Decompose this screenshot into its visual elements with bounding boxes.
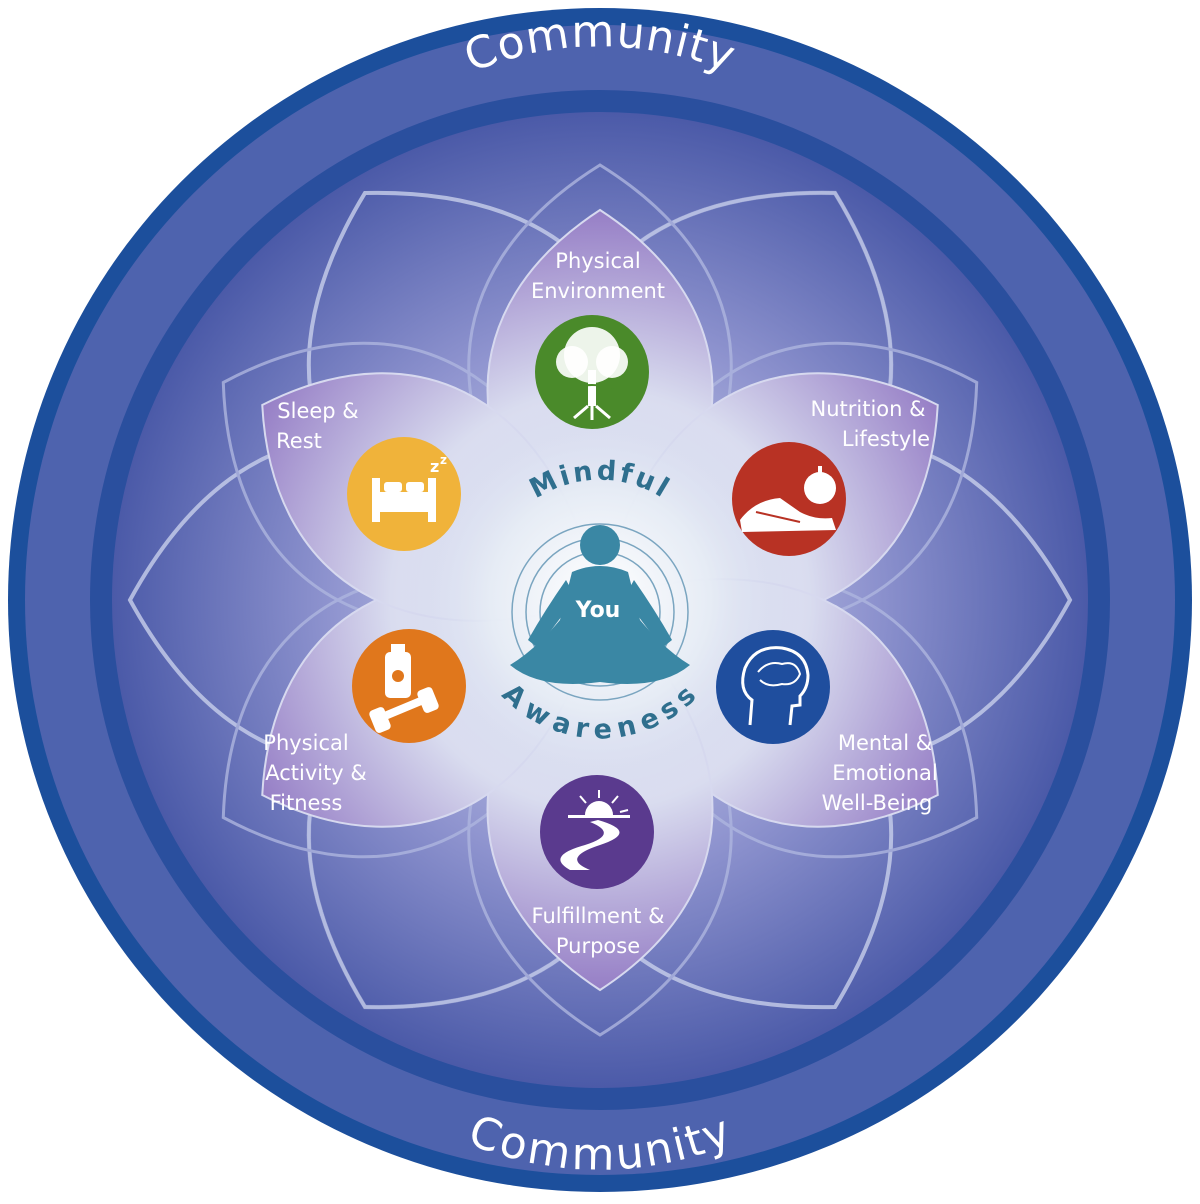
petal-sleep-rest: Sleep & Rest z z	[276, 399, 461, 551]
dumbbell-bottle-icon	[369, 644, 439, 733]
svg-text:z: z	[440, 453, 447, 467]
you-label: You	[575, 598, 621, 623]
petal-label: Nutrition &	[811, 397, 926, 421]
petal-label: Lifestyle	[842, 427, 930, 451]
svg-text:z: z	[430, 457, 439, 476]
aura-ring	[511, 523, 689, 701]
sneaker-apple-icon	[740, 466, 836, 532]
petal-label: Activity &	[265, 761, 367, 785]
petal-label: Fitness	[270, 791, 343, 815]
petal-label: Well-Being	[822, 791, 933, 815]
petal-physical-environment: Physical Environment	[531, 249, 665, 429]
petal-physical-activity: Physical Activity & Fitness	[263, 629, 466, 815]
petal-label: Purpose	[556, 934, 640, 958]
tree-icon	[556, 327, 628, 420]
petal-label: Emotional	[832, 761, 938, 785]
petal-label: Sleep &	[277, 399, 358, 423]
petal-label: Physical	[263, 731, 348, 755]
petal-badge	[540, 775, 654, 889]
meditating-figure-icon	[510, 525, 690, 684]
petal-label: Fulfillment &	[532, 904, 665, 928]
petal-label: Rest	[276, 429, 322, 453]
head-brain-icon	[741, 646, 810, 726]
petal-mental-emotional: Mental & Emotional Well-Being	[716, 630, 938, 815]
sunrise-road-icon	[560, 790, 630, 870]
petal-fulfillment-purpose: Fulfillment & Purpose	[532, 775, 665, 958]
petal-label: Physical	[555, 249, 640, 273]
petal-label: Mental &	[838, 731, 932, 755]
petal-label: Environment	[531, 279, 665, 303]
petal-nutrition-lifestyle: Nutrition & Lifestyle	[732, 397, 930, 556]
bed-icon: z z	[372, 453, 447, 522]
